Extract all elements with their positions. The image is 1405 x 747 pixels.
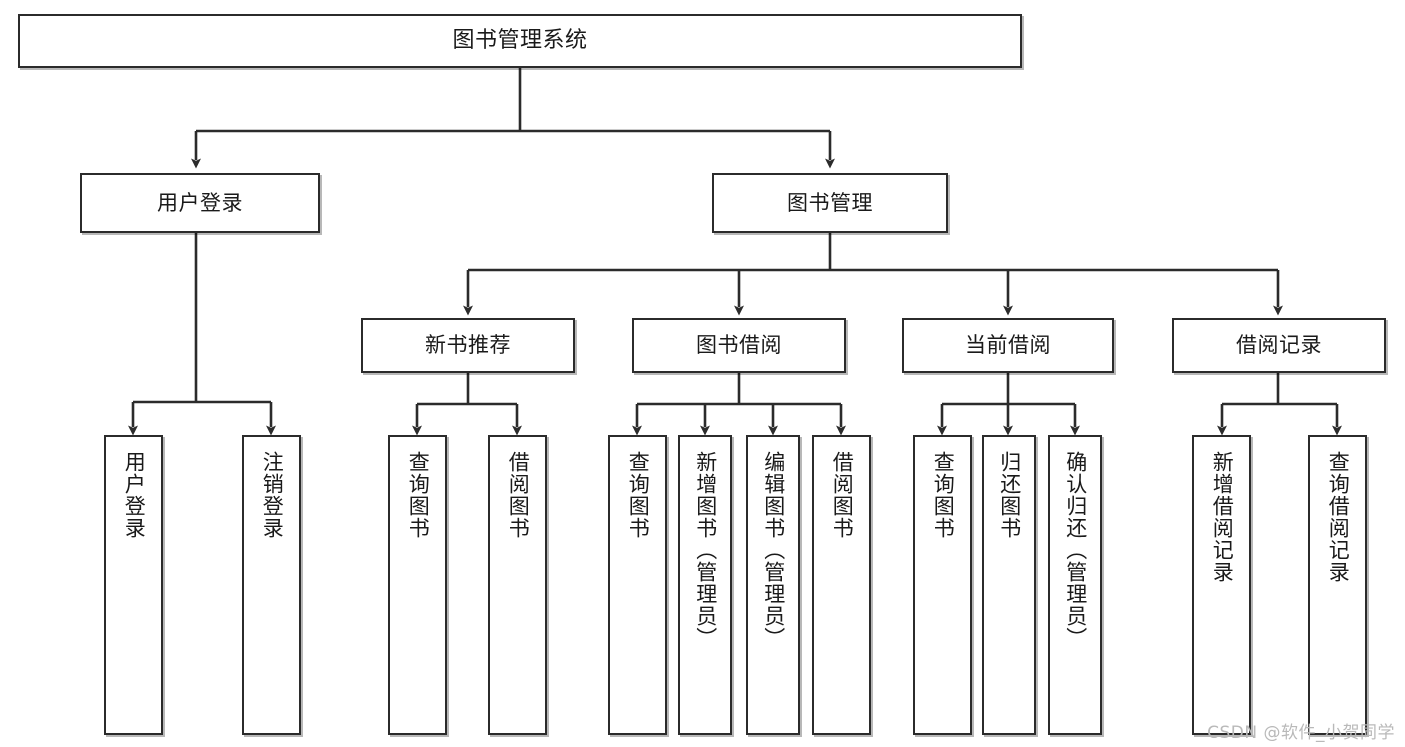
leaf-borrow-query-book[interactable]: 查询图书 [608,435,667,735]
node-book-borrow[interactable]: 图书借阅 [632,318,846,373]
node-label: 查询图书 [931,451,956,539]
node-label: 新书推荐 [425,333,511,358]
node-label: 图书管理 [787,190,873,215]
leaf-record-add-record[interactable]: 新增借阅记录 [1192,435,1251,735]
leaf-current-return-book[interactable]: 归还图书 [982,435,1036,735]
node-label: 图书管理系统 [452,28,588,54]
node-current-borrow[interactable]: 当前借阅 [902,318,1114,373]
node-user-login[interactable]: 用户登录 [80,173,320,233]
node-label: 借阅记录 [1236,333,1322,358]
node-label: 用户登录 [122,451,147,539]
leaf-borrow-add-book-admin[interactable]: 新增图书（管理员） [678,435,732,735]
leaf-record-query-record[interactable]: 查询借阅记录 [1308,435,1367,735]
node-root-system[interactable]: 图书管理系统 [18,14,1022,68]
node-label: 当前借阅 [965,333,1051,358]
node-label: 借阅图书 [830,451,855,539]
node-label: 编辑图书（管理员） [761,451,786,649]
node-label: 图书借阅 [696,333,782,358]
node-label: 注销登录 [260,451,285,539]
node-label: 新增借阅记录 [1210,451,1235,583]
node-label: 借阅图书 [506,451,531,539]
node-borrow-record[interactable]: 借阅记录 [1172,318,1386,373]
leaf-new-book-query[interactable]: 查询图书 [388,435,447,735]
node-new-book-recommend[interactable]: 新书推荐 [361,318,575,373]
leaf-borrow-borrow-book[interactable]: 借阅图书 [812,435,871,735]
node-label: 新增图书（管理员） [693,451,718,649]
node-book-management[interactable]: 图书管理 [712,173,948,233]
csdn-watermark: CSDN @软件_小贺同学 [1207,723,1395,743]
node-label: 归还图书 [997,451,1022,539]
leaf-new-book-borrow[interactable]: 借阅图书 [488,435,547,735]
node-label: 查询图书 [626,451,651,539]
node-label: 查询借阅记录 [1326,451,1351,583]
node-label: 确认归还（管理员） [1063,451,1088,649]
leaf-user-login-login[interactable]: 用户登录 [104,435,163,735]
leaf-borrow-edit-book-admin[interactable]: 编辑图书（管理员） [746,435,800,735]
node-label: 用户登录 [157,190,243,215]
leaf-current-query-book[interactable]: 查询图书 [913,435,972,735]
node-label: 查询图书 [406,451,431,539]
leaf-user-login-logout[interactable]: 注销登录 [242,435,301,735]
leaf-current-confirm-return-admin[interactable]: 确认归还（管理员） [1048,435,1102,735]
